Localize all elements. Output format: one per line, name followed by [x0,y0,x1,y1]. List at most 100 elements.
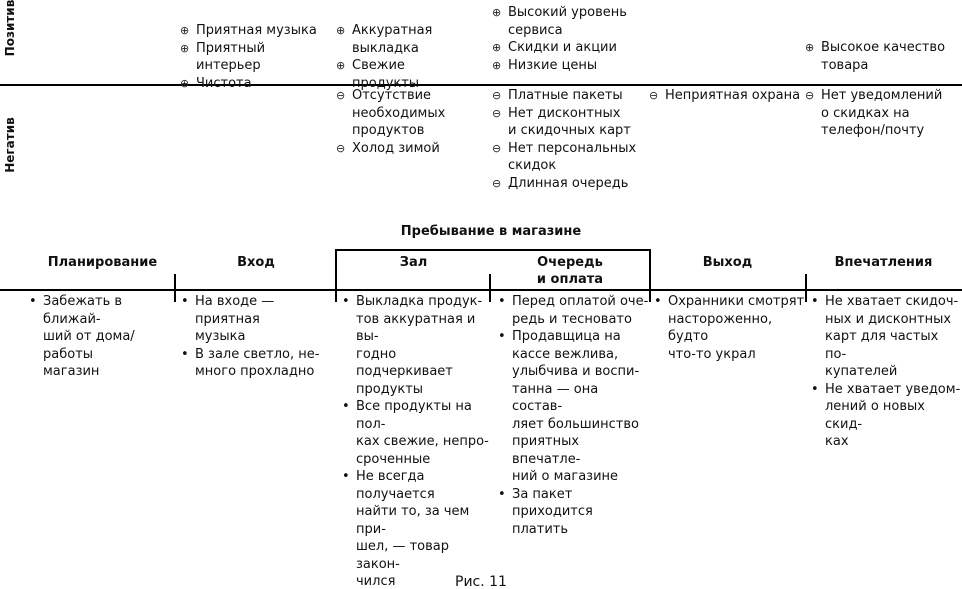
stage-impressions: Впечатления [834,255,933,270]
tick-4 [649,290,651,302]
minus-circle-icon: ⊖ [492,176,502,190]
plus-circle-icon: ⊕ [805,41,815,54]
list-item: ⊕Аккуратная выкладка [336,22,491,57]
list-item: ⊕Низкие цены [492,57,652,75]
list-item: ⊖ Нет персональных скидок [492,140,652,175]
minus-circle-icon: ⊖ [336,89,346,102]
positive-negative-divider [0,84,962,86]
list-item-text: Неприятная охрана [665,88,801,103]
tick-2 [335,290,337,302]
stage-hall: Зал [399,255,428,270]
details-hall: • Выкладка продук- тов аккуратная и вы- г… [341,293,491,589]
list-item: ⊖Нет уведомлений о скидках на телефон/по… [805,87,962,140]
list-item-text: Все продукты на пол- ках свежие, непро- … [356,399,489,467]
negative-list-impressions: ⊖Нет уведомлений о скидках на телефон/по… [805,87,962,140]
positive-list-queue: ⊕Высокий уровень сервиса⊕Скидки и акции⊕… [492,4,652,74]
list-item: ⊕Приятный интерьер [180,40,330,75]
bullet-icon: • [498,329,506,344]
bullet-icon: • [29,294,37,309]
list-item-text: Скидки и акции [508,40,617,55]
list-item-text: Длинная очередь [508,175,629,191]
list-item: • Не хватает уведом- лений о новых скид- … [810,381,962,451]
minus-circle-icon: ⊖ [805,89,815,102]
negative-list-queue: ⊖Платные пакеты⊖Нет дисконтных и скидочн… [492,87,652,192]
list-item: ⊖ Длинная очередь [492,175,652,193]
bullet-icon: • [498,486,506,502]
list-item-text: Отсутствие необходимых продуктов [352,88,446,138]
list-item: ⊖Платные пакеты [492,87,652,105]
list-item-text: Выкладка продук- тов аккуратная и вы- го… [356,294,483,397]
plus-circle-icon: ⊕ [336,59,346,72]
stage-divider-queue-right [649,249,651,290]
bullet-icon: • [342,399,350,414]
list-item-text: Забежать в ближай- ший от дома/работы ма… [43,294,135,379]
list-item-text: Не хватает уведом- лений о новых скид- к… [825,381,961,450]
list-item-text: За пакет приходится платить [512,486,593,537]
list-item: •На входе — приятная музыка [180,293,335,346]
list-item-text: Нет дисконтных и скидочных карт [508,105,631,139]
list-item: ⊕Чистота [180,75,330,93]
positive-list-hall: ⊕Аккуратная выкладка ⊕ Свежие продукты [336,22,491,92]
tick-1 [174,290,176,302]
tick-3 [489,290,491,302]
stage-exit: Выход [702,255,753,270]
list-item-text: Перед оплатой оче- редь и тесновато [512,294,649,327]
list-item-text: На входе — приятная музыка [195,294,275,344]
list-item-text: Высокий уровень сервиса [508,5,627,38]
bullet-icon: • [181,346,189,362]
minus-circle-icon: ⊖ [492,106,502,120]
list-item-text: Аккуратная выкладка [352,23,433,56]
bullet-icon: • [811,381,819,397]
plus-circle-icon: ⊕ [492,6,502,19]
list-item-text: Продавщица на кассе вежлива, улыбчива и … [512,329,640,484]
stage-divider-hall-queue [489,274,491,290]
stage-planning: Планирование [47,255,158,270]
bullet-icon: • [498,294,506,309]
positive-list-entrance: ⊕Приятная музыка⊕Приятный интерьер⊕Чисто… [180,22,330,92]
list-item: • Забежать в ближай- ший от дома/работы м… [28,293,176,381]
positive-list-impressions: ⊕ Высокое качество товара [805,39,962,74]
section-title: Пребывание в магазине [400,224,582,239]
list-item-text: Холод зимой [352,140,440,156]
list-item: ⊖Неприятная охрана [649,87,804,105]
list-item: • За пакет приходится платить [497,486,649,539]
list-item: ⊕ Высокий уровень сервиса [492,4,652,39]
negative-row-label: Негатив [3,117,17,173]
minus-circle-icon: ⊖ [492,141,502,155]
plus-circle-icon: ⊕ [180,41,190,55]
list-item-text: Охранники смотрят настороженно, будто чт… [668,294,805,362]
list-item-text: Не хватает скидоч- ных и дисконтных карт… [825,294,959,379]
list-item: •Охранники смотрят настороженно, будто ч… [653,293,805,363]
list-item-text: Не всегда получается найти то, за чем пр… [356,469,470,589]
list-item: ⊕ Скидки и акции [492,39,652,57]
list-item: • Продавщица на кассе вежлива, улыбчива и… [497,328,649,486]
stage-divider-entrance-left [174,274,176,290]
plus-circle-icon: ⊕ [492,58,502,72]
list-item-text: Высокое качество товара [821,40,946,73]
stage-top-line-hall [336,249,650,251]
details-planning: • Забежать в ближай- ший от дома/работы м… [28,293,176,381]
list-item-text: Нет персональных скидок [508,140,637,174]
tick-5 [805,290,807,302]
list-item: • Все продукты на пол- ках свежие, непро-… [341,398,491,468]
details-impressions: • Не хватает скидоч- ных и дисконтных кар… [810,293,962,451]
stage-bottom-line [0,289,962,291]
list-item: ⊖Холод зимой [336,140,491,158]
plus-circle-icon: ⊕ [492,41,502,54]
list-item: ⊕Приятная музыка [180,22,330,40]
stage-divider-impressions-left [805,274,807,290]
details-exit: •Охранники смотрят настороженно, будто ч… [653,293,805,363]
list-item: ⊖ Нет дисконтных и скидочных карт [492,105,652,140]
negative-list-hall: ⊖ Отсутствие необходимых продуктов ⊖Холод … [336,87,491,157]
plus-circle-icon: ⊕ [180,24,190,37]
list-item: • Перед оплатой оче- редь и тесновато [497,293,649,328]
negative-list-exit: ⊖Неприятная охрана [649,87,804,105]
list-item-text: Платные пакеты [508,88,623,103]
list-item: ⊖ Отсутствие необходимых продуктов [336,87,491,140]
bullet-icon: • [811,294,819,309]
list-item: ⊕ Высокое качество товара [805,39,962,74]
details-entrance: •На входе — приятная музыка•В зале светл… [180,293,335,381]
details-queue: • Перед оплатой оче- редь и тесновато • Про… [497,293,649,538]
list-item-text: Свежие продукты [352,58,420,91]
list-item: •Не всегда получается найти то, за чем п… [341,468,491,589]
